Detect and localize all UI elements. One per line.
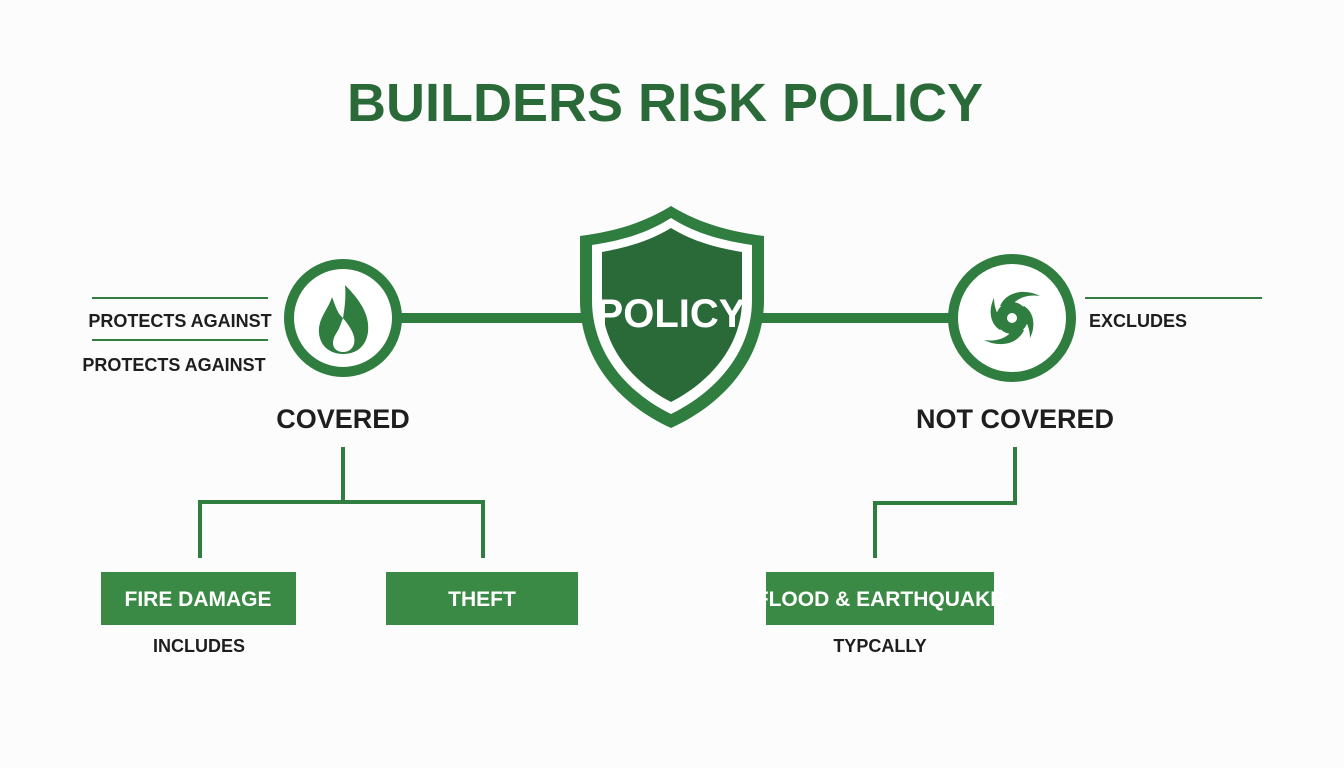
covered-tree xyxy=(198,447,485,558)
excludes-label: EXCLUDES xyxy=(1089,311,1187,331)
theft-box xyxy=(386,572,578,625)
flood-earthquake-box xyxy=(766,572,994,625)
fire-damage-box xyxy=(101,572,296,625)
shield-icon xyxy=(580,206,764,428)
fire-damage-label: FIRE DAMAGE xyxy=(125,588,272,611)
covered-heading: COVERED xyxy=(276,404,410,434)
theft-label: THEFT xyxy=(448,588,516,611)
side-label: PROTECTS AGAINST xyxy=(88,311,271,331)
includes-caption: INCLUDES xyxy=(153,636,245,656)
title: BUILDERS RISK POLICY xyxy=(347,73,983,133)
side-label: PROTECTS AGAINST xyxy=(82,355,265,375)
fire-icon xyxy=(318,285,369,354)
flood-earthquake-label: FLOOD & EARTHQUAKE xyxy=(756,588,1005,611)
not-covered-tree xyxy=(873,447,1017,558)
hurricane-eye xyxy=(1007,313,1017,323)
policy-label: POLICY xyxy=(597,292,746,336)
typically-caption: TYPCALLY xyxy=(833,636,926,656)
not-covered-heading: NOT COVERED xyxy=(916,404,1114,434)
